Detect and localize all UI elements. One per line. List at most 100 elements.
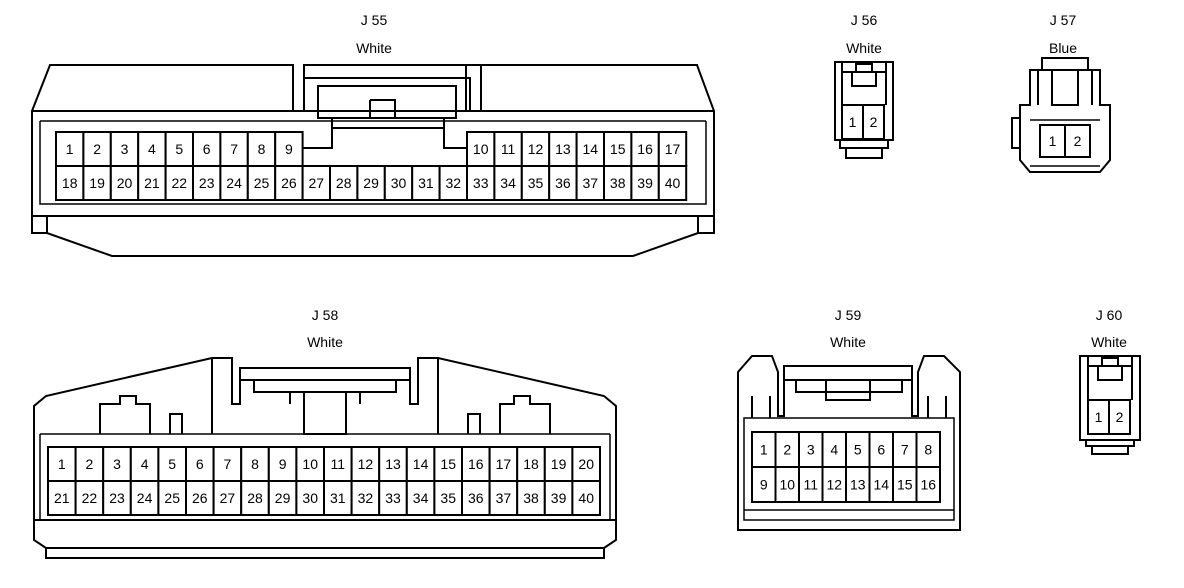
j55-pin-number: 13 — [555, 141, 571, 157]
j55-pin-number: 9 — [285, 141, 293, 157]
j55-pin-number: 34 — [500, 175, 516, 191]
j58-pin-number: 40 — [578, 490, 594, 506]
j58-pin-number: 14 — [413, 456, 429, 472]
j55-pin-number: 40 — [665, 175, 681, 191]
j58-pin-number: 25 — [164, 490, 180, 506]
j58-pin-cell — [212, 480, 243, 516]
j58-pin-number: 6 — [196, 456, 204, 472]
j60-name-label: J 60 — [1095, 307, 1123, 323]
j58-pin-number: 22 — [82, 490, 98, 506]
j58-pin-number: 10 — [302, 456, 318, 472]
j58-pin-cell — [240, 480, 270, 516]
j58-name-label: J 58 — [311, 307, 339, 323]
j55-pin-number: 6 — [203, 141, 211, 157]
j60-pin-number: 2 — [1116, 409, 1124, 425]
j55-pin-cell — [575, 131, 605, 167]
j59-pin-cell — [915, 466, 941, 503]
j55-name-label: J 55 — [360, 12, 388, 28]
j55-connector-body — [31, 64, 715, 257]
j58-pin-number: 20 — [578, 456, 594, 472]
j55-pin-cell — [493, 131, 523, 167]
j58-pin-cell — [488, 480, 519, 516]
j58-pin-number: 30 — [302, 490, 318, 506]
j59-pin-number: 5 — [854, 442, 862, 458]
j59-pin-number: 9 — [760, 477, 768, 493]
j55-pin-cell — [356, 165, 386, 201]
j58-pin-number: 31 — [330, 490, 346, 506]
j55-pin-cell — [82, 131, 112, 167]
j55-pin-number: 39 — [637, 175, 653, 191]
j58-pin-number: 5 — [168, 456, 176, 472]
j55-pin-cell — [137, 165, 167, 201]
j55-pin-cell — [411, 165, 441, 201]
j59-pin-number: 14 — [874, 477, 890, 493]
j58-pin-number: 29 — [275, 490, 291, 506]
j55-pin-cell — [548, 165, 578, 201]
j58-pin-number: 23 — [109, 490, 125, 506]
j59-pin-number: 12 — [827, 477, 843, 493]
j58-pin-cell — [47, 446, 77, 482]
j58-connector-body — [33, 357, 617, 559]
j60-pin-number: 1 — [1095, 409, 1103, 425]
j58-color-label: White — [307, 334, 343, 350]
j55-pin-number: 5 — [175, 141, 183, 157]
j57-pin-cell — [1039, 124, 1066, 158]
j55-pin-number: 29 — [363, 175, 379, 191]
j58-pin-number: 18 — [523, 456, 539, 472]
j55-pin-number: 26 — [281, 175, 297, 191]
j58-pin-cell — [433, 480, 463, 516]
j57-pin-cell — [1064, 124, 1091, 158]
j58-pin-cell — [47, 480, 77, 516]
j58-pin-number: 12 — [358, 456, 374, 472]
j55-pin-number: 18 — [62, 175, 78, 191]
j56-name-label: J 56 — [850, 12, 878, 28]
j55-pin-number: 30 — [391, 175, 407, 191]
j55-pin-number: 32 — [446, 175, 462, 191]
j55-pin-cell — [603, 165, 633, 201]
j59-pin-number: 13 — [850, 477, 866, 493]
j55-pin-number: 23 — [199, 175, 215, 191]
j58-pin-number: 1 — [58, 456, 66, 472]
j55-pin-number: 25 — [254, 175, 270, 191]
j55-pin-number: 21 — [144, 175, 160, 191]
j58-pin-number: 33 — [385, 490, 401, 506]
j58-pin-number: 27 — [220, 490, 236, 506]
j55-pin-number: 19 — [89, 175, 105, 191]
j55-pin-cell — [520, 131, 551, 167]
j55-pin-cell — [82, 165, 112, 201]
j58-pin-number: 7 — [224, 456, 232, 472]
j58-pin-number: 9 — [279, 456, 287, 472]
j57-pin-number: 1 — [1049, 133, 1057, 149]
j58-pin-number: 17 — [496, 456, 512, 472]
j58-pin-cell — [323, 480, 353, 516]
j58-pin-cell — [405, 480, 436, 516]
j55-pin-number: 14 — [583, 141, 599, 157]
j58-pin-number: 19 — [551, 456, 567, 472]
j56-pin-number: 1 — [849, 114, 857, 130]
j55-pin-cell — [301, 165, 332, 201]
j58-pin-number: 34 — [413, 490, 429, 506]
j55-pin-number: 11 — [501, 141, 516, 157]
j55-pin-number: 22 — [172, 175, 188, 191]
j58-pin-number: 35 — [440, 490, 456, 506]
j58-pin-number: 32 — [358, 490, 374, 506]
j55-pin-number: 1 — [66, 141, 74, 157]
j58-pin-cell — [378, 480, 408, 516]
j55-pin-number: 20 — [117, 175, 133, 191]
j56-connector-body — [834, 61, 894, 159]
j58-pin-cell — [129, 480, 160, 516]
j55-pin-number: 36 — [555, 175, 571, 191]
j55-pin-number: 31 — [418, 175, 434, 191]
j58-pin-number: 13 — [385, 456, 401, 472]
j55-pin-cell — [466, 165, 496, 201]
j59-pin-number: 1 — [760, 442, 768, 458]
j55-pin-number: 35 — [528, 175, 544, 191]
j57-connector-body — [1011, 57, 1111, 173]
j55-pin-number: 4 — [148, 141, 156, 157]
j60-pin-cell — [1108, 399, 1131, 435]
j58-pin-number: 26 — [192, 490, 208, 506]
j58-pin-cell — [74, 480, 105, 516]
j60-connector-body — [1079, 355, 1141, 455]
